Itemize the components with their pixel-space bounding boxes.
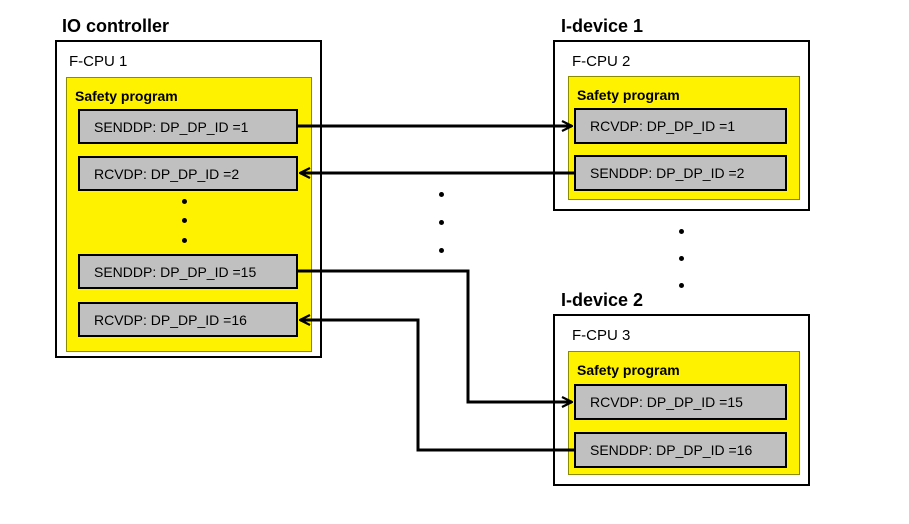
io-controller-title: IO controller	[62, 16, 170, 36]
block-senddp-2: SENDDP: DP_DP_ID =2	[574, 155, 787, 191]
idevice1-title: I-device 1	[561, 16, 644, 36]
ellipsis-dot	[182, 218, 187, 223]
cpu-label-fcpu1: F-CPU 1	[69, 53, 128, 70]
arrow-senddp16-to-rcvdp16	[300, 320, 574, 452]
arrow-senddp15-to-rcvdp15	[298, 269, 572, 402]
safety-program-label: Safety program	[577, 87, 680, 103]
safety-program-label: Safety program	[577, 362, 680, 378]
ellipsis-dot	[439, 220, 444, 225]
ellipsis-dot	[182, 199, 187, 204]
ellipsis-dot	[679, 283, 684, 288]
ellipsis-dot	[679, 256, 684, 261]
safety-program-label: Safety program	[75, 88, 178, 104]
block-rcvdp-1: RCVDP: DP_DP_ID =1	[574, 108, 787, 144]
ellipsis-dot	[182, 238, 187, 243]
block-senddp-15: SENDDP: DP_DP_ID =15	[78, 254, 298, 289]
ellipsis-dot	[439, 248, 444, 253]
block-rcvdp-15: RCVDP: DP_DP_ID =15	[574, 384, 787, 420]
block-rcvdp-2: RCVDP: DP_DP_ID =2	[78, 156, 298, 191]
block-senddp-1: SENDDP: DP_DP_ID =1	[78, 109, 298, 144]
idevice2-title: I-device 2	[561, 290, 644, 310]
cpu-label-fcpu2: F-CPU 2	[572, 53, 631, 70]
block-rcvdp-16: RCVDP: DP_DP_ID =16	[78, 302, 298, 337]
cpu-label-fcpu3: F-CPU 3	[572, 327, 631, 344]
ellipsis-dot	[439, 192, 444, 197]
ellipsis-dot	[679, 229, 684, 234]
block-senddp-16: SENDDP: DP_DP_ID =16	[574, 432, 787, 468]
